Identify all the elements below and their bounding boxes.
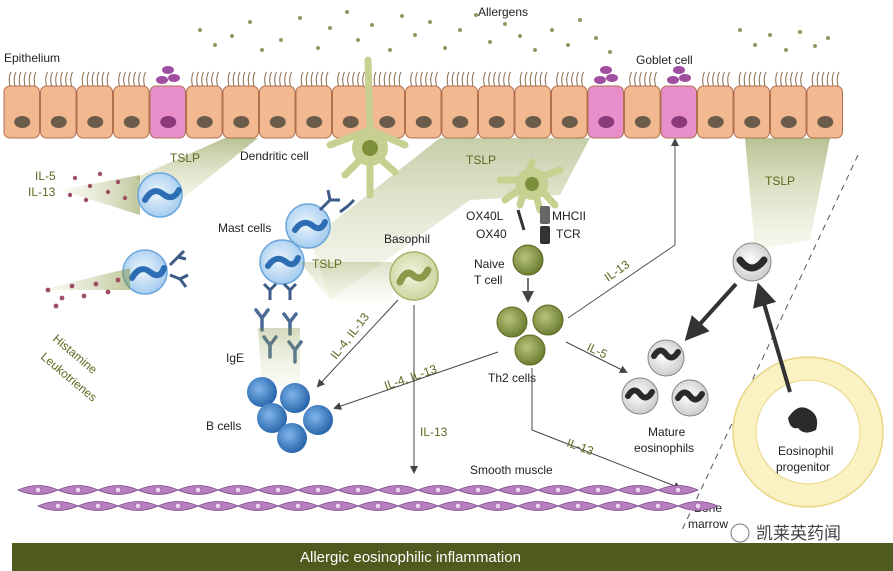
epithelial-cell: [295, 71, 332, 139]
mediator-dots: [45, 277, 121, 309]
ox40l-label: OX40L: [466, 209, 504, 223]
tcr-label: TCR: [556, 227, 581, 241]
epithelial-cell: [624, 71, 661, 139]
mature-eosinophils-label-2: eosinophils: [634, 441, 694, 455]
ige-label: IgE: [226, 351, 244, 365]
il4-il13-th2-label: IL-4, IL-13: [382, 362, 439, 393]
dendritic-cell-right: [496, 158, 564, 214]
mast-cell-center-top: [285, 203, 331, 249]
mediator-beam: [40, 268, 130, 290]
mast-cell-center-bottom: [259, 239, 305, 285]
goblet-cell: [587, 66, 624, 139]
mast-cell-lower-left: [122, 249, 168, 295]
epithelial-cell: [76, 71, 113, 139]
epithelial-cell: [551, 71, 588, 139]
bone-marrow-cell: [732, 356, 884, 508]
footer-bar: [12, 543, 893, 571]
tslp-label-right: TSLP: [765, 174, 795, 188]
epithelial-cell: [186, 71, 223, 139]
mast-cell-upper-left: [137, 172, 183, 218]
b-cell-cluster: [247, 377, 333, 453]
bone-marrow-boundary: [681, 154, 859, 531]
bone-marrow-label-2: marrow: [688, 517, 728, 531]
epithelial-cell: [806, 71, 843, 139]
il4-il13-basophil-label: IL-4, IL-13: [327, 310, 372, 362]
mhcii-label: MHCII: [552, 209, 586, 223]
ox40-mhc-receptors: [516, 206, 550, 244]
eosinophil-3: [671, 379, 709, 417]
epithelial-cell: [770, 71, 807, 139]
epithelial-cell: [514, 71, 551, 139]
th2-cell-cluster: [496, 304, 564, 366]
arrow-il13-th2-to-muscle: [531, 368, 682, 490]
arrow-il13-th2-to-goblet: [567, 138, 679, 319]
eos-progenitor-label-1: Eosinophil: [778, 444, 833, 458]
watermark: 凯莱英药闻: [730, 523, 841, 544]
epithelium-label: Epithelium: [4, 51, 60, 65]
tslp-label-left: TSLP: [170, 151, 200, 165]
goblet-cell: [149, 66, 186, 139]
allergens-label: Allergens: [478, 5, 528, 19]
epithelial-cell: [222, 71, 259, 139]
arrow-il4-il13-th2-to-bcells: [333, 351, 499, 410]
il13-th2-down-label: IL-13: [565, 436, 596, 459]
epithelial-cell: [697, 71, 734, 139]
epithelial-cell: [113, 71, 150, 139]
goblet-cell: [660, 66, 697, 139]
epithelial-cell: [478, 71, 515, 139]
eos-progenitor-label-2: progenitor: [776, 460, 830, 474]
arrow-intermediate-to-mature: [684, 282, 738, 341]
cytokine-dots: [67, 171, 128, 203]
ox40-label: OX40: [476, 227, 507, 241]
ige-receptor-left: [168, 249, 189, 288]
mast-cells-label: Mast cells: [218, 221, 271, 235]
arrow-il4-il13-basophil-to-bcells: [316, 299, 399, 388]
watermark-text: 凯莱英药闻: [756, 524, 841, 544]
dendritic-cell-upper: [326, 56, 409, 199]
epithelial-cell: [441, 71, 478, 139]
il13-label-left: IL-13: [28, 185, 56, 199]
dendritic-cell-label: Dendritic cell: [240, 149, 309, 163]
basophil-label: Basophil: [384, 232, 430, 246]
epithelial-cell: [3, 71, 40, 139]
smooth-muscle-label: Smooth muscle: [470, 463, 553, 477]
basophil-tslp-beam: [300, 262, 392, 302]
cytokine-release-beam: [60, 175, 140, 215]
arrow-il5-th2-to-eos: [565, 341, 628, 373]
eosinophil-1: [647, 339, 685, 377]
mature-eosinophils-label-1: Mature: [648, 425, 686, 439]
eosinophil-2: [621, 377, 659, 415]
epithelial-cell: [733, 71, 770, 139]
th2-cells-label: Th2 cells: [488, 371, 536, 385]
ige-beam: [258, 328, 300, 385]
arrow-progenitor-to-intermediate: [753, 282, 792, 393]
epithelial-cell: [259, 71, 296, 139]
mature-eosinophils: [621, 339, 709, 417]
epithelial-cell: [40, 71, 77, 139]
tslp-label-center: TSLP: [466, 153, 496, 167]
smooth-muscle-layer: [17, 485, 719, 511]
naive-t-cell-label-2: T cell: [474, 273, 502, 287]
il5-th2-label: IL-5: [585, 340, 610, 362]
il13-basophil-down-label: IL-13: [420, 425, 448, 439]
b-cells-label: B cells: [206, 419, 241, 433]
ige-receptor-center-bottom: [262, 282, 298, 300]
epithelial-cell: [332, 71, 369, 139]
naive-t-cell: [512, 244, 544, 276]
naive-t-cell-label-1: Naive: [474, 257, 505, 271]
tslp-beam-right: [745, 138, 830, 250]
il13-goblet-label: IL-13: [602, 257, 633, 284]
goblet-cell-label: Goblet cell: [636, 53, 693, 67]
epithelial-cell: [405, 71, 442, 139]
footer-title: Allergic eosinophilic inflammation: [300, 549, 521, 566]
ige-receptor-center-top: [318, 189, 356, 214]
epithelium-layer: [3, 66, 843, 139]
il5-label-left: IL-5: [35, 169, 56, 183]
eosinophil-intermediate: [732, 242, 772, 282]
basophil-cell: [389, 251, 439, 301]
allergen-particles: [198, 10, 830, 54]
